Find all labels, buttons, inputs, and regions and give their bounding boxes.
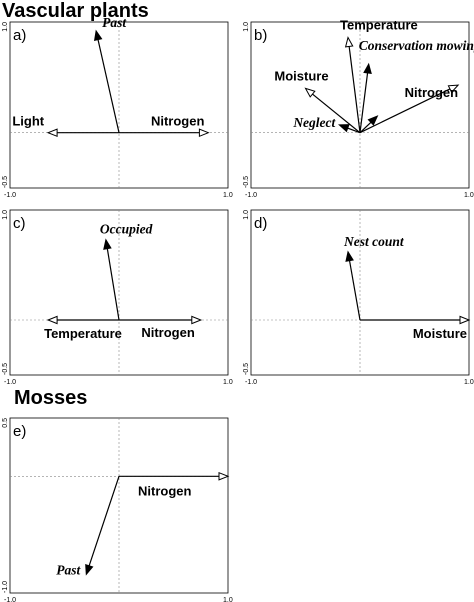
vector-neglect: Neglect bbox=[292, 115, 361, 134]
vector-label-nitrogen: Nitrogen bbox=[141, 325, 195, 340]
y-tick-label: 1.0 bbox=[2, 210, 9, 220]
x-tick-label: 1.0 bbox=[464, 192, 474, 199]
y-tick-label: -0.5 bbox=[243, 176, 250, 188]
vector-occupied: Occupied bbox=[100, 222, 153, 321]
panel-label: e) bbox=[13, 423, 26, 440]
arrow-head bbox=[46, 315, 58, 325]
section-title-mosses: Mosses bbox=[14, 387, 87, 409]
x-tick-label: -1.0 bbox=[245, 192, 257, 199]
vector-line bbox=[348, 44, 361, 133]
vector-label-conservation-mowing: Conservation mowing bbox=[359, 38, 474, 53]
arrow-head bbox=[459, 315, 471, 325]
vector-line bbox=[348, 258, 361, 321]
vector-label-nest-count: Nest count bbox=[343, 234, 405, 249]
y-tick-label: 0.5 bbox=[2, 418, 9, 428]
y-tick-label: -0.5 bbox=[243, 363, 250, 375]
panel-b: b) -1.0 1.0 -0.5 1.0 TemperatureConservation … bbox=[243, 18, 474, 200]
arrow-head bbox=[198, 128, 210, 138]
arrow-head bbox=[191, 315, 203, 325]
x-tick-label: -1.0 bbox=[245, 379, 257, 386]
y-tick-label: -0.5 bbox=[2, 176, 9, 188]
vector-label-past: Past bbox=[56, 562, 81, 577]
arrow-head bbox=[304, 87, 316, 98]
x-tick-label: -1.0 bbox=[4, 192, 16, 199]
arrow-head bbox=[447, 84, 460, 94]
arrow-head bbox=[103, 238, 112, 250]
section-title-vascular-plants: Vascular plants bbox=[2, 0, 149, 22]
panel-label: a) bbox=[13, 27, 26, 44]
vector-past: Past bbox=[56, 476, 120, 577]
vector-line bbox=[97, 37, 120, 133]
x-tick-label: 1.0 bbox=[464, 379, 474, 386]
y-tick-label: -1.0 bbox=[2, 581, 9, 593]
x-tick-label: -1.0 bbox=[4, 597, 16, 602]
vector-past: Past bbox=[93, 15, 127, 133]
vector-conservation-mowing: Conservation mowing bbox=[359, 38, 474, 133]
vector-label-nitrogen: Nitrogen bbox=[405, 85, 459, 100]
x-tick-label: -1.0 bbox=[4, 379, 16, 386]
vector-nitrogen: Nitrogen bbox=[118, 471, 230, 498]
panel-label: c) bbox=[13, 215, 26, 232]
arrow-head bbox=[218, 471, 230, 481]
vector-moisture: Moisture bbox=[274, 68, 361, 134]
vector-label-light: Light bbox=[12, 114, 44, 129]
arrow-head bbox=[338, 124, 350, 133]
arrow-head bbox=[93, 29, 103, 42]
vector-line bbox=[359, 120, 373, 134]
panel-label: b) bbox=[254, 27, 267, 44]
x-tick-label: 1.0 bbox=[223, 597, 233, 602]
vector-label-neglect: Neglect bbox=[292, 115, 336, 130]
vector-nest-count: Nest count bbox=[343, 234, 405, 321]
vector-nitrogen: Nitrogen bbox=[119, 315, 203, 340]
y-tick-label: -0.5 bbox=[2, 363, 9, 375]
vector-line bbox=[359, 87, 453, 134]
vector-temperature: Temperature bbox=[44, 315, 122, 341]
x-tick-label: 1.0 bbox=[223, 192, 233, 199]
y-tick-label: 1.0 bbox=[243, 22, 250, 32]
arrow-head bbox=[85, 564, 94, 576]
vector-label-temperature: Temperature bbox=[44, 326, 122, 341]
vector-label-occupied: Occupied bbox=[100, 222, 153, 237]
vector-line bbox=[87, 476, 120, 568]
vector-line bbox=[106, 246, 120, 321]
vector-label-nitrogen: Nitrogen bbox=[138, 483, 192, 498]
arrow-head bbox=[367, 115, 379, 126]
y-tick-label: 1.0 bbox=[2, 22, 9, 32]
vector-label-past: Past bbox=[102, 15, 127, 30]
arrow-head bbox=[344, 36, 354, 48]
vector-nitrogen: Nitrogen bbox=[118, 114, 210, 138]
vector-temperature: Temperature bbox=[340, 18, 418, 133]
vector-label-moisture: Moisture bbox=[274, 68, 328, 83]
vector-nitrogen: Nitrogen bbox=[359, 84, 460, 134]
panel-label: d) bbox=[254, 215, 267, 232]
vector-line bbox=[310, 92, 361, 134]
y-tick-label: 1.0 bbox=[243, 210, 250, 220]
arrow-head bbox=[363, 62, 372, 74]
vector-label-temperature: Temperature bbox=[340, 18, 418, 33]
vector-light: Light bbox=[12, 114, 120, 138]
vector-line bbox=[359, 70, 369, 133]
vector-label-moisture: Moisture bbox=[413, 326, 467, 341]
vector-unlabeled bbox=[359, 115, 379, 134]
vector-label-nitrogen: Nitrogen bbox=[151, 114, 205, 129]
arrow-head bbox=[46, 128, 58, 138]
x-tick-label: 1.0 bbox=[223, 379, 233, 386]
vector-moisture: Moisture bbox=[360, 315, 471, 341]
arrow-head bbox=[345, 250, 354, 262]
